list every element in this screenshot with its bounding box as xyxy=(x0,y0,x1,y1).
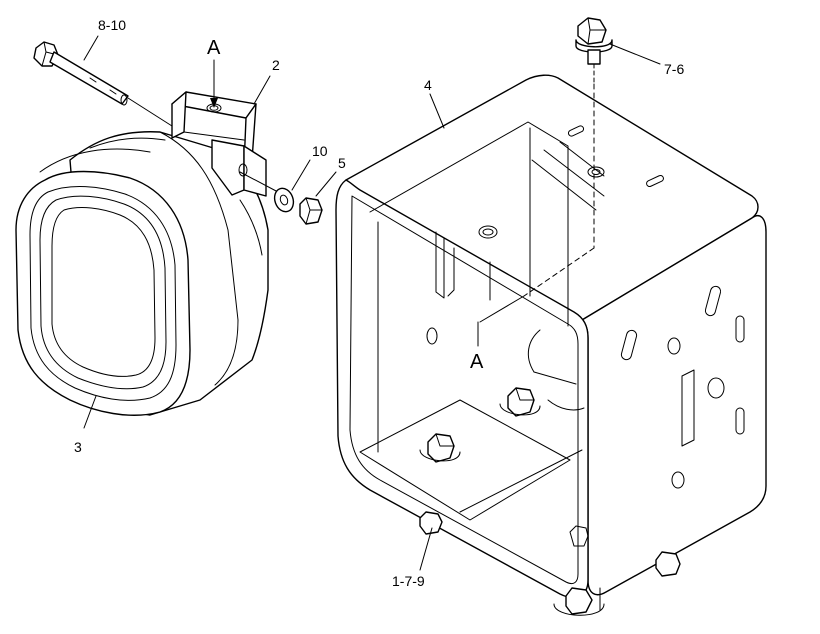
marker-label-lower: A xyxy=(470,351,484,373)
floor-nuts xyxy=(419,387,541,463)
callout-bracket: 2 xyxy=(272,57,280,73)
callout-washer: 10 xyxy=(312,143,328,159)
marker-arrow-upper xyxy=(210,98,218,108)
long-bolt xyxy=(33,41,173,127)
callout-bolt-long: 8-10 xyxy=(98,17,126,33)
callout-lamp: 3 xyxy=(74,439,82,455)
nut xyxy=(299,197,323,225)
washer xyxy=(273,187,295,213)
top-bolt xyxy=(575,17,613,85)
leader-lines xyxy=(83,35,661,571)
alignment-lines xyxy=(213,59,595,347)
callout-top-bolt: 7-6 xyxy=(664,61,684,77)
callout-housing: 4 xyxy=(424,77,432,93)
bolt-axis-line xyxy=(239,171,279,193)
bottom-nuts xyxy=(419,511,681,616)
lamp-assembly xyxy=(15,131,269,416)
marker-label-upper: A xyxy=(207,37,221,59)
callout-bottom-bolts: 1-7-9 xyxy=(392,573,425,589)
lamp-guard-housing xyxy=(335,74,767,599)
callout-nut: 5 xyxy=(338,155,346,171)
